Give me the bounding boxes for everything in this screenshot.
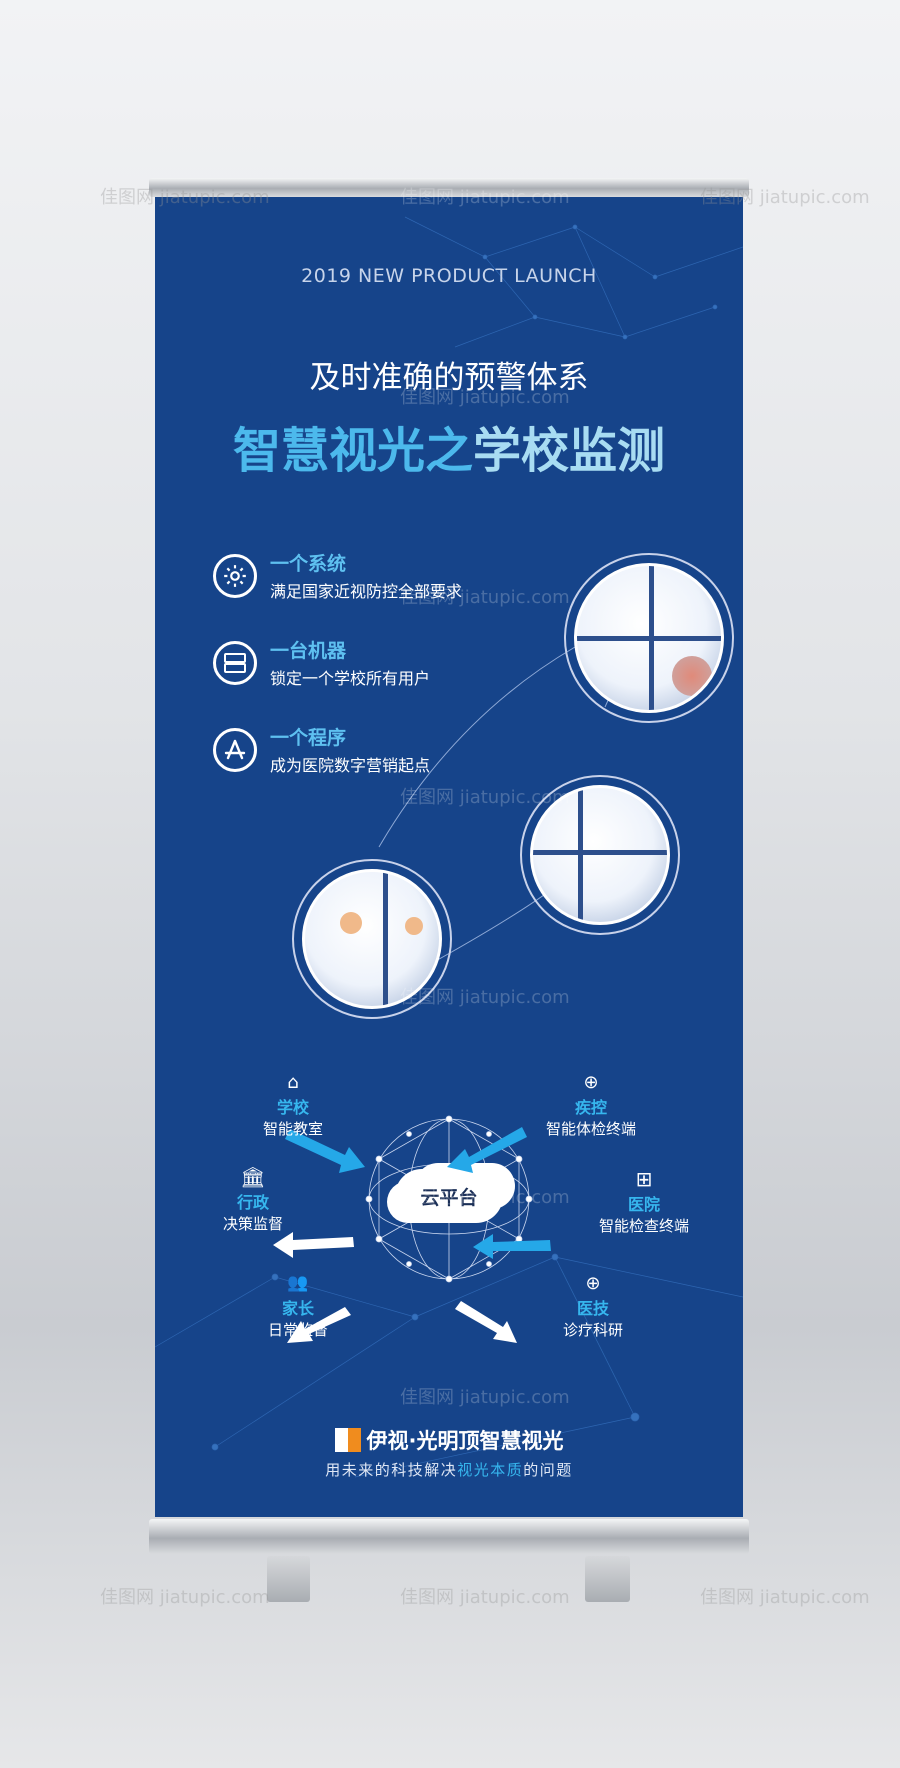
- node-medtech: ⊕ 医技 诊疗科研: [533, 1273, 653, 1340]
- feature-desc: 锁定一个学校所有用户: [270, 669, 431, 688]
- app-store-icon: [213, 728, 257, 772]
- arrow-hospital-in: [473, 1234, 551, 1259]
- node-cdc: ⊕ 疾控 智能体检终端: [521, 1072, 661, 1139]
- watermark: 佳图网 jiatupic.com: [700, 1587, 870, 1608]
- watermark: 佳图网 jiatupic.com: [700, 187, 870, 208]
- network-background: [155, 216, 743, 1478]
- feature-desc: 满足国家近视防控全部要求: [270, 582, 463, 601]
- watermark: 佳图网 jiatupic.com: [400, 587, 570, 608]
- watermark: 佳图网 jiatupic.com: [400, 1387, 570, 1408]
- node-desc: 决策监督: [222, 1215, 283, 1233]
- brand-name: 伊视·光明顶智慧视光: [366, 1429, 564, 1453]
- brand-logo: 伊视·光明顶智慧视光: [155, 1425, 743, 1455]
- node-desc: 诊疗科研: [562, 1321, 623, 1339]
- title-part-a: 智慧视光之: [232, 423, 473, 479]
- government-icon: 🏛: [240, 1165, 266, 1189]
- hospital-icon: ⊞: [635, 1167, 653, 1191]
- logo-mark: [334, 1428, 361, 1452]
- watermark: 佳图网 jiatupic.com: [400, 387, 570, 408]
- node-hospital: ⊞ 医院 智能检查终端: [569, 1167, 719, 1236]
- medical-kit-icon: ⊕: [585, 1273, 601, 1294]
- arrow-school-in: [285, 1129, 365, 1173]
- tagline-part: 用未来的科技解决: [325, 1461, 458, 1479]
- node-desc: 智能检查终端: [598, 1217, 689, 1235]
- tagline-part: 的问题: [523, 1461, 573, 1479]
- cloud-platform: 云平台: [395, 1169, 503, 1223]
- watermark: 佳图网 jiatupic.com: [400, 987, 570, 1008]
- arrow-cdc-in: [447, 1127, 527, 1173]
- rollup-banner: 2019 NEW PRODUCT LAUNCH 及时准确的预警体系 智慧视光之学…: [155, 197, 743, 1517]
- node-title: 医院: [627, 1195, 660, 1214]
- arrow-medtech-out: [455, 1301, 517, 1343]
- app-screenshot-sphere: [302, 869, 442, 1009]
- launch-subtitle: 2019 NEW PRODUCT LAUNCH: [301, 265, 597, 287]
- tagline-highlight: 视光本质: [457, 1461, 524, 1479]
- feature-title: 一个系统: [270, 553, 347, 575]
- flow-arrows: [273, 1127, 551, 1343]
- node-title: 行政: [236, 1193, 269, 1212]
- node-desc: 智能体检终端: [545, 1120, 636, 1138]
- feature-title: 一台机器: [270, 640, 347, 662]
- stand-foot-right: [585, 1556, 630, 1602]
- watermark: 佳图网 jiatupic.com: [100, 187, 270, 208]
- watermark: 佳图网 jiatupic.com: [400, 187, 570, 208]
- server-icon: [213, 641, 257, 685]
- feature-title: 一个程序: [270, 727, 347, 749]
- tagline: 用未来的科技解决视光本质的问题: [155, 1459, 743, 1480]
- node-desc: 智能教室: [262, 1120, 323, 1138]
- arrow-parents-out: [287, 1307, 351, 1343]
- node-title: 家长: [281, 1299, 314, 1318]
- watermark: 佳图网 jiatupic.com: [400, 787, 570, 808]
- headline: 及时准确的预警体系: [309, 360, 589, 396]
- watermark: 佳图网 jiatupic.com: [100, 1587, 270, 1608]
- gear-icon: [213, 554, 257, 598]
- banner-top-bar: [149, 178, 749, 197]
- watermark: 佳图网 jiatupic.com: [400, 1187, 570, 1208]
- school-icon: ⌂: [287, 1072, 299, 1093]
- node-desc: 日常监督: [267, 1321, 328, 1339]
- sphere-ring: [292, 859, 452, 1019]
- page-title: 智慧视光之学校监测: [155, 411, 743, 481]
- parents-icon: 👥: [287, 1273, 309, 1293]
- sphere-ring: [520, 775, 680, 935]
- node-title: 疾控: [574, 1098, 607, 1117]
- node-school: ⌂ 学校 智能教室: [233, 1072, 353, 1139]
- app-screenshot-sphere: [574, 563, 724, 713]
- app-screenshot-sphere: [530, 785, 670, 925]
- node-government: 🏛 行政 决策监督: [193, 1165, 313, 1234]
- banner-base: [149, 1519, 749, 1554]
- sphere-ring: [564, 553, 734, 723]
- stand-foot-left: [267, 1556, 310, 1602]
- feature-desc: 成为医院数字营销起点: [270, 756, 431, 775]
- watermark: 佳图网 jiatupic.com: [400, 1587, 570, 1608]
- node-title: 学校: [276, 1098, 309, 1117]
- node-title: 医技: [576, 1299, 609, 1318]
- arrow-government-out: [273, 1232, 354, 1258]
- medical-house-icon: ⊕: [583, 1072, 599, 1093]
- node-parents: 👥 家长 日常监督: [238, 1273, 358, 1340]
- title-part-b: 学校监测: [473, 423, 666, 479]
